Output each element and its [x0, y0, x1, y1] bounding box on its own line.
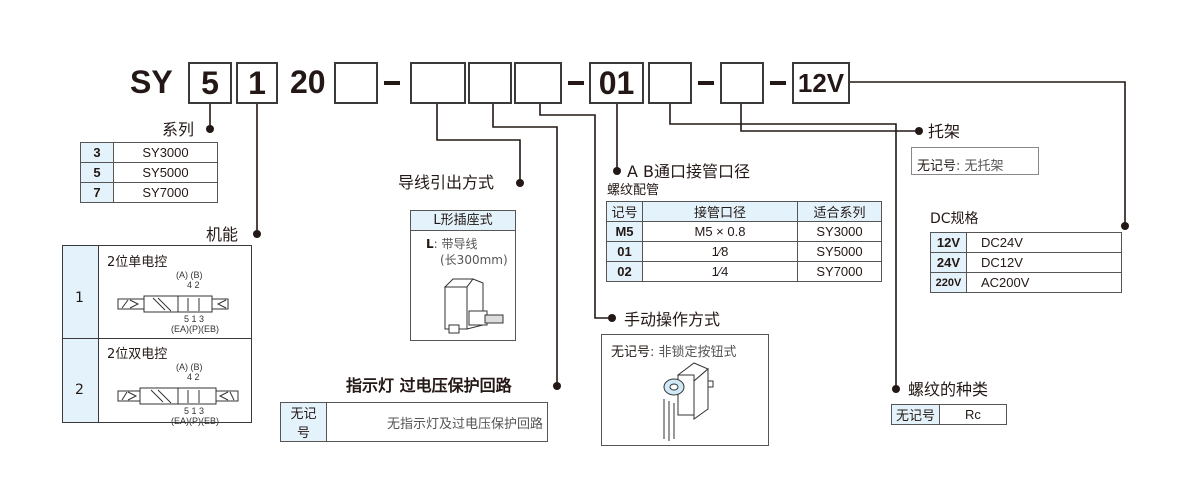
function-title: 机能 — [206, 225, 239, 244]
code-fixed-20: 20 — [290, 64, 326, 100]
code-box-port-size[interactable]: 01 — [589, 62, 644, 104]
lead-wire-panel-title: L形插座式 — [411, 211, 515, 231]
code-box-manual-override[interactable] — [514, 62, 562, 104]
indicator-title: 指示灯 过电压保护回路 — [346, 376, 512, 395]
double-solenoid-valve-symbol: (A) (B) 4 2 5 1 3 (EA)(P)(EB) — [117, 362, 239, 426]
svg-text:(EA)(P)(EB): (EA)(P)(EB) — [171, 416, 219, 426]
model-prefix: SY — [130, 64, 173, 100]
dash — [384, 81, 400, 85]
dot-series — [206, 125, 214, 133]
port-subtitle: 螺纹配管 — [607, 183, 660, 198]
dash — [568, 81, 584, 85]
port-title: A B通口接管口径 — [627, 162, 751, 181]
series-title: 系列 — [162, 120, 195, 139]
table-row: 无记号 无指示灯及过电压保护回路 — [280, 402, 548, 442]
function-table: 1 2 2位单电控 2位双电控 (A) (B) 4 2 5 1 3 (EA)(P… — [62, 245, 252, 426]
non-locking-push-button-illustration — [663, 362, 714, 441]
code-box-bracket[interactable] — [720, 62, 764, 104]
l-plug-connector-illustration — [443, 278, 504, 334]
function-code-1: 1 — [75, 290, 84, 306]
function-name-1: 2位单电控 — [107, 255, 168, 270]
dot-function — [253, 230, 261, 238]
dash — [770, 81, 786, 85]
wire-thread — [669, 104, 897, 388]
code-box-blank-1[interactable] — [334, 62, 378, 104]
table-row: 无记号 Rc — [891, 404, 1007, 425]
thread-title: 螺纹的种类 — [908, 380, 989, 399]
bracket-box: 无记号: 无托架 — [911, 147, 1039, 175]
lead-wire-desc: L: 带导线 (长300mm) — [426, 237, 508, 267]
lead-wire-title: 导线引出方式 — [398, 173, 495, 192]
dot-lead-wire — [516, 179, 524, 187]
function-code-2: 2 — [75, 382, 84, 398]
svg-text:5 1 3: 5 1 3 — [184, 406, 204, 416]
voltage-title: DC规格 — [930, 211, 979, 227]
manual-override-title: 手动操作方式 — [624, 310, 721, 329]
manual-override-desc: 无记号: 非锁定按钮式 — [611, 345, 737, 360]
wire-manual-override — [539, 104, 610, 319]
manual-override-panel: 无记号: 非锁定按钮式 — [601, 334, 769, 446]
port-numbers-top: 4 2 — [187, 280, 200, 290]
dot-thread — [892, 385, 900, 393]
code-box-lead-wire[interactable] — [410, 62, 466, 104]
dot-bracket — [915, 127, 923, 135]
code-box-thread-type[interactable] — [648, 62, 692, 104]
single-solenoid-valve-symbol: (A) (B) 4 2 5 1 3 (EA)(P)(EB) — [117, 270, 229, 334]
svg-text:4 2: 4 2 — [187, 372, 200, 382]
code-box-indicator[interactable] — [468, 62, 512, 104]
code-box-function[interactable]: 1 — [236, 62, 278, 104]
function-name-2: 2位双电控 — [107, 347, 168, 362]
bracket-title: 托架 — [928, 122, 961, 141]
wire-lead-wire — [436, 104, 521, 182]
table-header: 记号 接管口径 适合系列 — [606, 201, 882, 222]
code-box-series[interactable]: 5 — [188, 62, 232, 104]
wire-bracket — [740, 104, 917, 132]
port-labels-bottom: (EA)(P)(EB) — [171, 324, 219, 334]
port-numbers-bottom: 5 1 3 — [184, 314, 204, 324]
dot-voltage — [1121, 222, 1129, 230]
lead-wire-panel: L形插座式 L: 带导线 (长300mm) — [410, 210, 516, 341]
dot-indicator — [553, 382, 561, 390]
wire-voltage — [850, 81, 1126, 225]
port-labels-top: (A) (B) — [176, 270, 203, 280]
code-box-voltage[interactable]: 12V — [792, 62, 850, 104]
svg-text:(A) (B): (A) (B) — [176, 362, 203, 372]
thread-table: 无记号 Rc — [891, 404, 1007, 425]
wire-indicator — [492, 104, 558, 385]
dot-manual-override — [608, 314, 616, 322]
dash — [698, 81, 714, 85]
dot-port — [613, 167, 621, 175]
indicator-table: 无记号 无指示灯及过电压保护回路 — [280, 402, 548, 442]
